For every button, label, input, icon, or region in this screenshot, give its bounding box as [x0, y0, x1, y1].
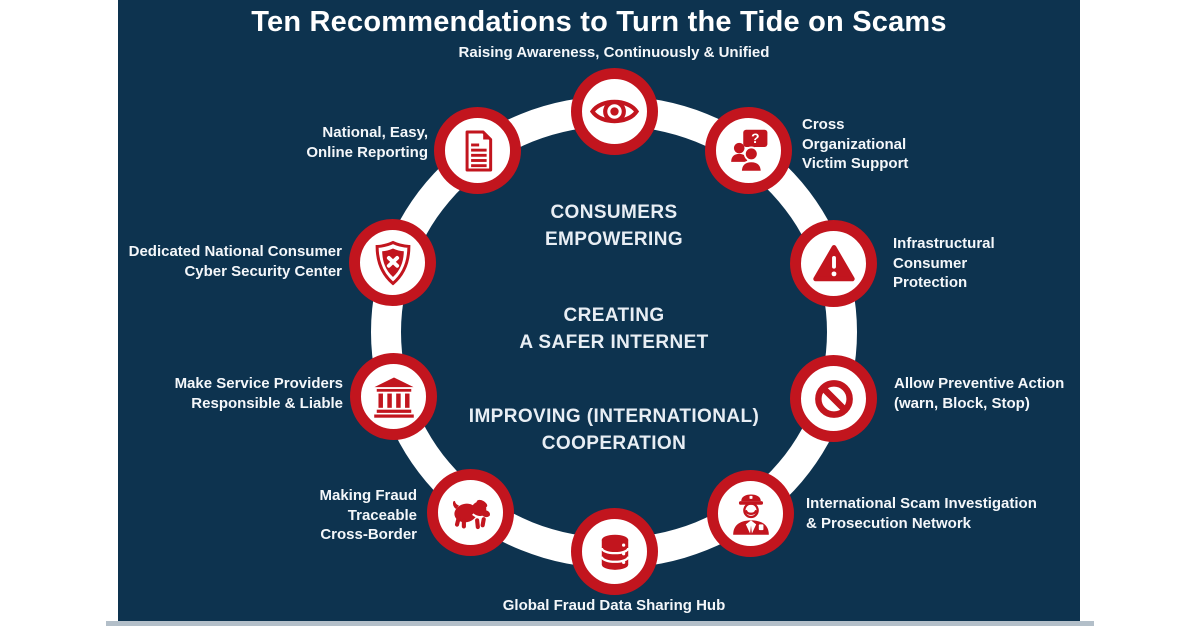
center-theme-improving: IMPROVING (INTERNATIONAL) COOPERATION [364, 403, 864, 457]
rec-label-infrastructure: Infrastructural Consumer Protection [893, 235, 995, 291]
police-officer-icon [732, 493, 769, 535]
rec-label-preventive-action: Allow Preventive Action (warn, Block, St… [894, 375, 1065, 412]
rec-label-victim-support: Cross Organizational Victim Support [802, 116, 909, 172]
rec-icon-awareness [571, 68, 658, 155]
rec-label-data-sharing: Global Fraud Data Sharing Hub [502, 597, 726, 614]
document-report-icon [465, 130, 492, 171]
rec-icon-infrastructure [790, 220, 877, 307]
bubble-question-mark: ? [751, 131, 759, 146]
rec-label-traceability: Making Fraud Traceable Cross-Border [319, 487, 417, 543]
rec-label-provider-liability: Make Service Providers Responsible & Lia… [174, 375, 343, 412]
victim-support-people-icon: ? [730, 129, 767, 173]
shield-x-icon [375, 240, 410, 285]
rec-icon-investigation [707, 470, 794, 557]
rec-label-cyber-security: Dedicated National Consumer Cyber Securi… [128, 243, 342, 280]
center-theme-consumers: CONSUMERS EMPOWERING [364, 199, 864, 253]
rec-icon-cyber-security [349, 219, 436, 306]
footer-strip [106, 621, 1094, 626]
center-theme-creating: CREATING A SAFER INTERNET [364, 302, 864, 356]
prohibition-icon [814, 379, 853, 418]
center-line: CREATING [563, 305, 665, 326]
rec-icon-victim-support: ? [705, 107, 792, 194]
eye-icon [590, 99, 639, 124]
rec-icon-preventive-action [790, 355, 877, 442]
rec-icon-data-sharing [571, 508, 658, 595]
rec-icon-provider-liability [350, 353, 437, 440]
center-line: EMPOWERING [544, 229, 684, 250]
rec-icon-traceability [427, 469, 514, 556]
rec-label-awareness: Raising Awareness, Continuously & Unifie… [458, 44, 770, 61]
warning-triangle-icon [812, 244, 855, 281]
rec-label-reporting: National, Easy, Online Reporting [306, 124, 428, 161]
rec-label-investigation: International Scam Investigation & Prose… [806, 495, 1037, 532]
center-line: CONSUMERS [550, 202, 678, 223]
bank-building-icon [373, 376, 414, 418]
sniffer-dog-icon [452, 499, 490, 529]
center-line: COOPERATION [541, 433, 687, 454]
rec-icon-reporting [434, 107, 521, 194]
center-line: IMPROVING (INTERNATIONAL) [468, 406, 760, 427]
page-title: Ten Recommendations to Turn the Tide on … [251, 6, 947, 38]
database-icon [600, 534, 629, 570]
center-line: A SAFER INTERNET [519, 332, 709, 353]
